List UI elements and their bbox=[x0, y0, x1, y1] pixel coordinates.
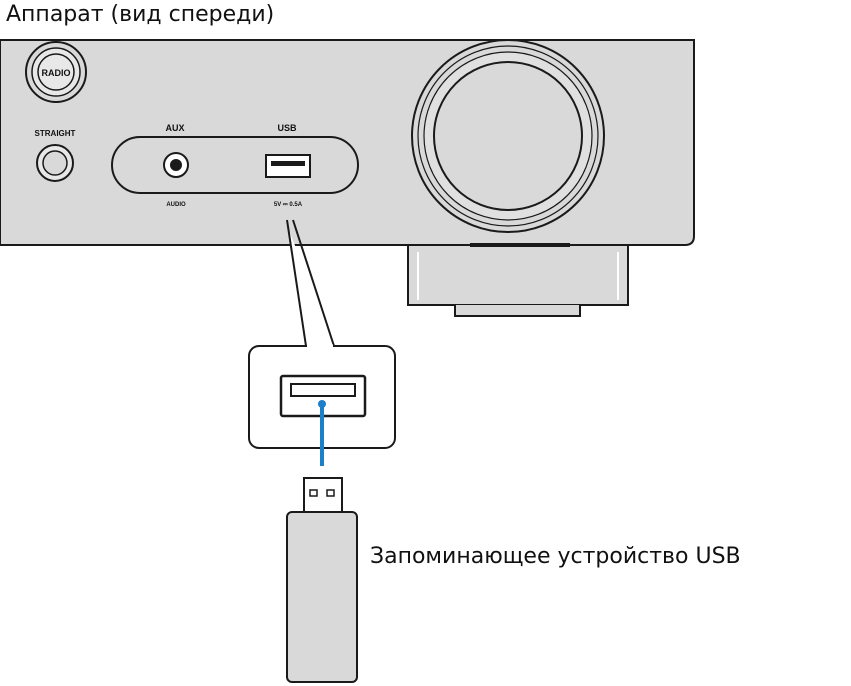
usb-flash-drive[interactable] bbox=[286, 477, 358, 683]
radio-button-label: RADIO bbox=[42, 68, 71, 78]
straight-button[interactable] bbox=[36, 144, 74, 182]
usb-label: USB bbox=[277, 123, 297, 133]
usb-drive-body bbox=[286, 511, 358, 683]
receiver-foot bbox=[407, 243, 629, 317]
usb-device-label: Запоминающее устройство USB bbox=[370, 544, 741, 569]
straight-button-label: STRAIGHT bbox=[35, 129, 76, 138]
aux-sublabel: AUDIO bbox=[166, 202, 186, 208]
aux-label: AUX bbox=[165, 123, 184, 133]
usb-rating: 5V ⎓ 0.5A bbox=[274, 202, 303, 208]
volume-knob[interactable] bbox=[411, 39, 605, 233]
input-panel bbox=[111, 136, 359, 194]
aux-jack[interactable] bbox=[163, 152, 189, 178]
usb-port-panel[interactable] bbox=[265, 154, 311, 178]
callout-pointer bbox=[286, 219, 335, 347]
diagram-title: Аппарат (вид спереди) bbox=[6, 2, 275, 27]
usb-port-enlarged[interactable] bbox=[279, 374, 367, 418]
connection-line bbox=[318, 400, 326, 466]
radio-button[interactable]: RADIO bbox=[25, 41, 87, 103]
